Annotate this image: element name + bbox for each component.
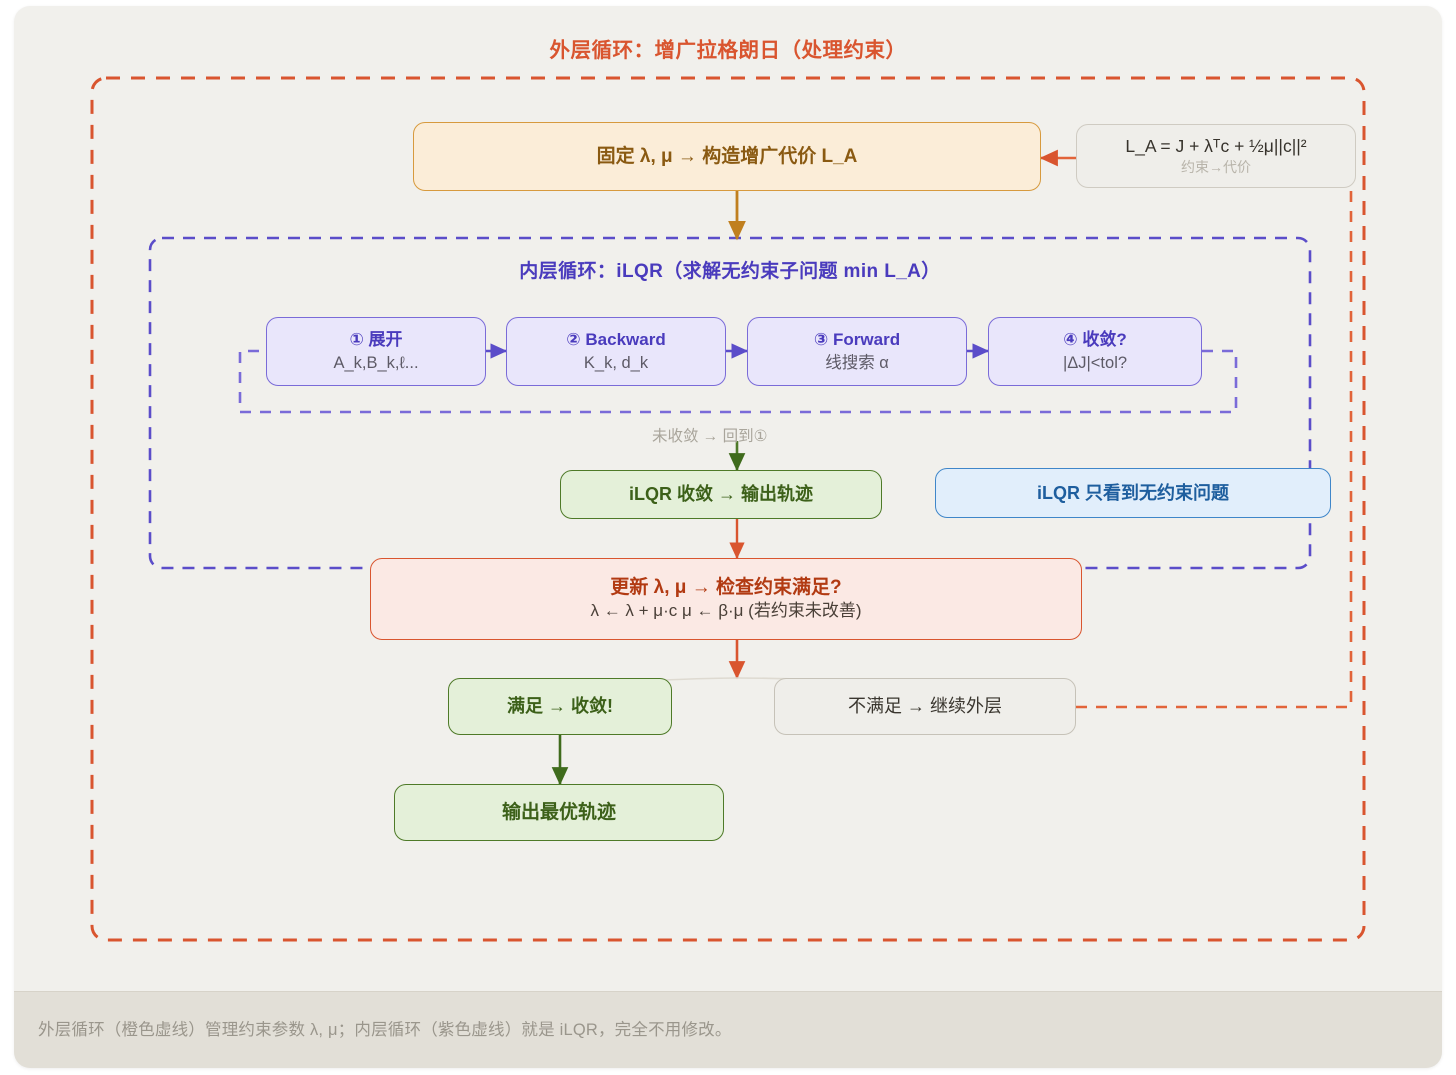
formula-note: 约束→代价 (1181, 159, 1251, 176)
inner-loop-title: 内层循环：iLQR（求解无约束子问题 min L_A） (519, 261, 941, 282)
node-constraint-not-satisfied[interactable]: 不满足 → 继续外层 (774, 678, 1076, 735)
node-final-output-trajectory-label: 输出最优轨迹 (501, 801, 616, 823)
node-constraint-not-satisfied-label: 不满足 → 继续外层 (847, 696, 1002, 717)
formula-text: L_A = J + λᵀc + ½μ||c||² (1125, 135, 1307, 156)
node-step-1-title: ① 展开 (349, 329, 403, 349)
node-update-multipliers-title: 更新 λ, μ → 检查约束满足? (610, 576, 842, 598)
node-step-3-forward[interactable]: ③ Forward 线搜索 α (747, 317, 967, 386)
node-build-augmented-cost-label: 固定 λ, μ → 构造增广代价 L_A (596, 145, 858, 167)
outer-feedback-loop (1076, 158, 1353, 709)
node-step-2-title: ② Backward (566, 329, 666, 349)
node-final-output-trajectory[interactable]: 输出最优轨迹 (394, 784, 724, 841)
outer-loop-title: 外层循环：增广拉格朗日（处理约束） (549, 39, 907, 62)
node-ilqr-unconstrained-note[interactable]: iLQR 只看到无约束问题 (935, 468, 1331, 518)
footer-caption: 外层循环（橙色虚线）管理约束参数 λ, μ；内层循环（紫色虚线）就是 iLQR，… (38, 1021, 732, 1039)
diagram-card: 外层循环：增广拉格朗日（处理约束） 内层循环：iLQR（求解无约束子问题 min… (14, 6, 1442, 1068)
node-step-4-title: ④ 收敛? (1063, 329, 1127, 349)
node-step-4-detail: |ΔJ|<tol? (1062, 353, 1128, 372)
node-step-3-detail: 线搜索 α (825, 353, 889, 372)
node-ilqr-converged[interactable]: iLQR 收敛 → 输出轨迹 (560, 470, 882, 519)
node-ilqr-unconstrained-note-label: iLQR 只看到无约束问题 (1037, 482, 1229, 503)
node-augmented-lagrangian-formula: L_A = J + λᵀc + ½μ||c||² 约束→代价 (1076, 124, 1356, 188)
node-step-2-detail: K_k, d_k (583, 353, 649, 372)
diagram-canvas: 外层循环：增广拉格朗日（处理约束） 内层循环：iLQR（求解无约束子问题 min… (14, 6, 1442, 991)
node-step-1-expand[interactable]: ① 展开 A_k,B_k,ℓ... (266, 317, 486, 386)
node-update-multipliers-detail: λ ← λ + μ·c μ ← β·μ (若约束未改善) (590, 601, 862, 621)
node-update-multipliers[interactable]: 更新 λ, μ → 检查约束满足? λ ← λ + μ·c μ ← β·μ (若… (370, 558, 1082, 640)
node-ilqr-converged-label: iLQR 收敛 → 输出轨迹 (629, 484, 813, 505)
node-build-augmented-cost[interactable]: 固定 λ, μ → 构造增广代价 L_A (413, 122, 1041, 191)
node-constraint-satisfied[interactable]: 满足 → 收敛! (448, 678, 672, 735)
edge-label-not-converged: 未收敛 → 回到① (652, 428, 768, 445)
node-step-2-backward[interactable]: ② Backward K_k, d_k (506, 317, 726, 386)
node-step-4-converged[interactable]: ④ 收敛? |ΔJ|<tol? (988, 317, 1202, 386)
node-constraint-satisfied-label: 满足 → 收敛! (507, 696, 613, 717)
node-step-3-title: ③ Forward (813, 329, 901, 349)
footer-bar: 外层循环（橙色虚线）管理约束参数 λ, μ；内层循环（紫色虚线）就是 iLQR，… (14, 991, 1442, 1068)
node-step-1-detail: A_k,B_k,ℓ... (333, 353, 419, 372)
